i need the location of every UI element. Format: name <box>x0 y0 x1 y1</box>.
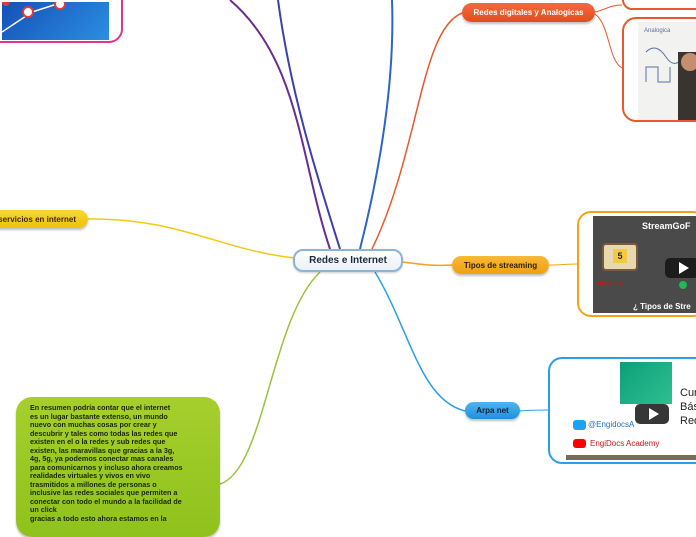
streaming-video-card[interactable]: StreamGoF 5 NETFLIX ¿ Tipos de Stre <box>577 211 696 317</box>
network-map-image <box>620 362 672 404</box>
spotify-icon <box>679 281 687 289</box>
play-button-icon[interactable] <box>635 404 669 424</box>
branch-arpa-net[interactable]: Arpa net <box>465 402 520 419</box>
chalkboard-graph-icon: Analogica <box>644 28 696 120</box>
streaming-subtitle: ¿ Tipos de Stre <box>633 302 691 311</box>
board-text: Analogica <box>644 28 671 34</box>
twitter-handle: @EngidocsA <box>588 420 635 429</box>
branch-redes-digitales[interactable]: Redes digitales y Analogicas <box>462 3 595 22</box>
connector-orange <box>371 12 463 250</box>
connector-redes-card2 <box>594 13 623 69</box>
branch-servicios-internet[interactable]: servicios en internet <box>0 210 88 228</box>
course-title-line-2: Bás <box>680 401 696 413</box>
youtube-icon <box>573 439 586 448</box>
arpa-video-card[interactable]: Cur Bás Red @EngidocsA EngiDocs Academy <box>548 357 696 464</box>
course-title-line-3: Red <box>680 415 696 427</box>
connector-violet <box>277 0 341 250</box>
board-video-thumbnail[interactable]: Analogica <box>638 22 696 120</box>
top-left-image-card <box>0 0 123 43</box>
streaming-brand: StreamGoF <box>642 221 691 231</box>
connector-green <box>219 271 321 485</box>
connector-blue-top <box>359 0 394 250</box>
youtube-channel: EngiDocs Academy <box>590 439 660 448</box>
summary-text: En resumen podría contar que el internet… <box>30 403 183 523</box>
arpa-video-thumbnail[interactable]: Cur Bás Red @EngidocsA EngiDocs Academy <box>564 362 696 462</box>
twitter-icon <box>573 420 586 430</box>
redes-small-card <box>622 0 696 10</box>
summary-note[interactable]: En resumen podría contar que el internet… <box>16 397 220 537</box>
course-title-line-1: Cur <box>680 387 696 399</box>
connector-streaming <box>402 261 453 267</box>
connector-lines <box>87 0 623 485</box>
network-image <box>2 2 109 40</box>
tv-icon: 5 <box>602 243 638 271</box>
tv-number: 5 <box>613 249 627 263</box>
video-bottom-bar <box>566 455 696 460</box>
connector-redes-card1 <box>594 4 623 13</box>
connector-arpa-card <box>519 409 549 412</box>
central-topic[interactable]: Redes e Internet <box>293 249 403 272</box>
connector-streaming-card <box>548 263 579 266</box>
redes-video-card[interactable]: Analogica <box>622 17 696 122</box>
branch-tipos-streaming[interactable]: Tipos de streaming <box>452 256 549 274</box>
connector-arpa <box>374 271 466 412</box>
play-button-icon[interactable] <box>665 258 696 278</box>
netflix-logo: NETFLIX <box>597 282 622 288</box>
streaming-video-thumbnail[interactable]: StreamGoF 5 NETFLIX ¿ Tipos de Stre <box>593 216 696 313</box>
network-illustration-icon <box>2 2 66 33</box>
connector-purple <box>229 0 331 250</box>
connector-yellow <box>87 218 296 259</box>
